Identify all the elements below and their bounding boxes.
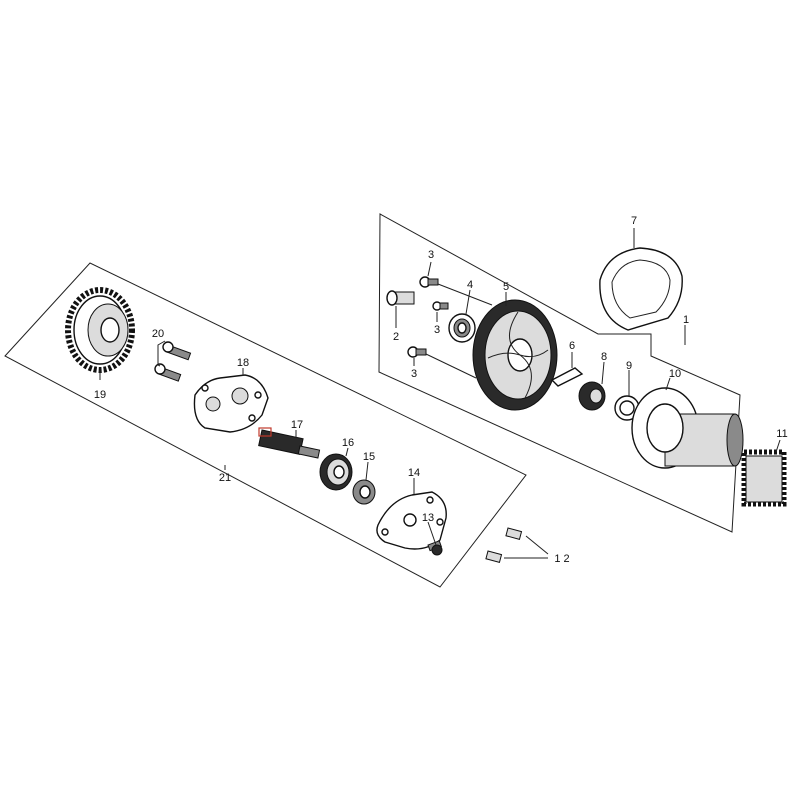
label-part-16: 16 xyxy=(342,437,354,449)
label-part-9: 9 xyxy=(626,360,632,372)
leader-10 xyxy=(665,377,671,391)
screws-3 xyxy=(407,276,449,358)
gasket-14 xyxy=(376,491,447,550)
label-part-20: 20 xyxy=(152,328,164,340)
label-part-3c: 3 xyxy=(411,368,417,380)
label-part-2: 2 xyxy=(393,331,399,343)
clutch-hub-10 xyxy=(631,387,744,469)
leader-4 xyxy=(465,289,471,315)
label-part-13: 13 xyxy=(422,512,434,524)
label-part-7: 7 xyxy=(631,215,637,227)
pawl-6 xyxy=(550,367,584,387)
label-part-14: 14 xyxy=(408,467,420,479)
label-part-15: 15 xyxy=(363,451,375,463)
label-part-18: 18 xyxy=(237,357,249,369)
leader-20 xyxy=(157,340,166,367)
pump-shaft-17 xyxy=(258,427,321,459)
label-part-17: 17 xyxy=(291,419,303,431)
leader-13 xyxy=(427,521,437,546)
washer-9 xyxy=(614,395,640,421)
screw-13 xyxy=(427,540,443,556)
outer-rotor-16 xyxy=(319,453,353,491)
label-part-6: 6 xyxy=(569,340,575,352)
pump-cover-18 xyxy=(193,374,269,433)
friction-plate-7 xyxy=(599,247,683,331)
label-part-11: 11 xyxy=(776,428,787,440)
leader-3a xyxy=(427,261,432,277)
leader-11 xyxy=(775,439,781,453)
spring-4 xyxy=(448,313,476,343)
starter-drum-5 xyxy=(472,299,558,411)
label-part-1: 1 xyxy=(683,314,689,326)
label-part-3b: 3 xyxy=(434,324,440,336)
leader-8 xyxy=(601,361,605,385)
starter-assembly-frame xyxy=(378,213,741,533)
axis-line-a xyxy=(437,283,493,306)
label-part-19: 19 xyxy=(94,389,106,401)
label-part-21: 21 xyxy=(219,472,231,484)
ratchet-8 xyxy=(578,381,606,411)
label-part-8: 8 xyxy=(601,351,607,363)
leader-15 xyxy=(365,461,369,481)
label-part-5: 5 xyxy=(503,281,509,293)
leader-12a xyxy=(525,535,549,555)
label-part-10: 10 xyxy=(669,368,681,380)
leader-16 xyxy=(345,447,349,457)
bolts-20 xyxy=(154,341,192,382)
axis-line-b xyxy=(425,353,477,379)
dowel-pins-12 xyxy=(485,527,523,563)
oil-pump-assembly-frame xyxy=(4,262,527,588)
inner-rotor-15 xyxy=(352,479,376,505)
pin-2 xyxy=(386,290,415,306)
label-part-12: 1 2 xyxy=(554,553,569,565)
sprocket-19 xyxy=(65,287,135,373)
gear-11 xyxy=(741,449,787,507)
label-part-4: 4 xyxy=(467,279,473,291)
label-part-3a: 3 xyxy=(428,249,434,261)
